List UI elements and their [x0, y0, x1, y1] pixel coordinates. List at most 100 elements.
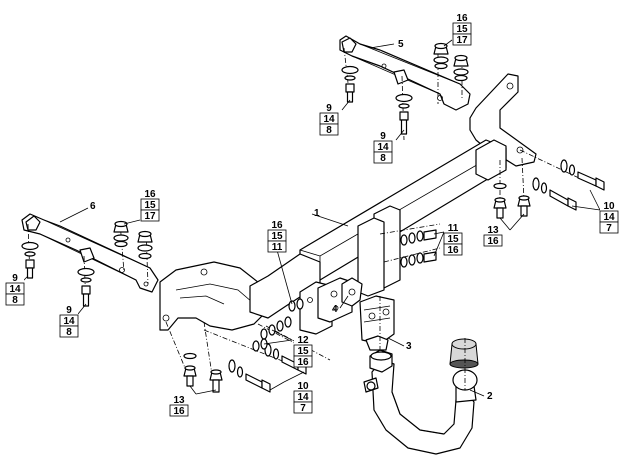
part-label-6: 6	[90, 201, 96, 212]
callout-number: 7	[606, 223, 612, 234]
callout-box	[444, 222, 462, 233]
callout-number: 13	[487, 225, 499, 236]
part-labels: 5 6 1 4 3 2	[90, 39, 493, 402]
callout-number: 16	[173, 406, 185, 417]
callout-number: 8	[326, 125, 332, 136]
callout-box	[141, 188, 159, 199]
callout-number: 13	[173, 395, 185, 406]
callout-box	[293, 401, 313, 414]
callout-number: 11	[448, 223, 459, 234]
bolt-top-a-shape	[341, 65, 359, 103]
callout-number: 9	[326, 103, 332, 114]
callout-number: 9	[66, 305, 72, 316]
callout-number: 16	[456, 13, 468, 24]
nut-stack-top-a	[433, 42, 449, 70]
callout-number: 7	[300, 403, 306, 414]
callout-box	[443, 243, 463, 256]
nut-left-a	[183, 352, 197, 387]
callout-number: 14	[603, 212, 615, 223]
callout-number: 17	[456, 35, 468, 46]
towball-part	[363, 338, 479, 455]
callout-box	[453, 12, 471, 23]
part-label-2: 2	[487, 391, 493, 402]
part-label-4: 4	[332, 304, 338, 315]
leader-lines	[21, 39, 601, 397]
callout-box	[483, 234, 503, 247]
bolt-left-a-shape	[21, 241, 39, 279]
callout-box	[267, 240, 287, 253]
side-bolt-right-a	[560, 159, 605, 191]
callout-box	[374, 130, 392, 141]
callout-number: 14	[323, 114, 335, 125]
callout-box	[140, 209, 160, 222]
center-lines	[27, 47, 601, 390]
bolt-set-socket-shapes	[252, 298, 304, 352]
socket-plate-part	[359, 295, 395, 351]
part-label-5: 5	[398, 39, 404, 50]
callout-box	[484, 224, 502, 235]
bolt-set-frame-shapes	[400, 229, 437, 268]
nut-stack-left-b	[137, 230, 153, 260]
callout-box	[5, 293, 25, 306]
callout-number: 8	[66, 327, 72, 338]
callout-number: 11	[272, 242, 283, 253]
callout-number: 15	[456, 24, 468, 35]
callout-box	[320, 102, 338, 113]
callout-number: 10	[297, 381, 309, 392]
callout-box	[373, 151, 393, 164]
callout-box	[60, 304, 78, 315]
callout-box	[599, 221, 619, 234]
side-bolt-left-a	[228, 359, 271, 393]
callout-box	[452, 33, 472, 46]
socket-bracket-part	[341, 277, 363, 307]
nut-left-b	[209, 369, 223, 393]
callout-boxes: 1615171615179148914891489148101471014713…	[5, 12, 619, 417]
callout-number: 15	[271, 231, 283, 242]
callout-box	[294, 380, 312, 391]
callout-box	[600, 200, 618, 211]
nut-stack-top-b	[453, 54, 469, 82]
callout-number: 14	[63, 316, 75, 327]
part-label-3: 3	[406, 341, 412, 352]
callout-box	[293, 355, 313, 368]
callout-number: 16	[447, 245, 459, 256]
callout-number: 9	[12, 273, 18, 284]
callout-number: 12	[297, 335, 309, 346]
callout-number: 14	[297, 392, 309, 403]
callout-box	[170, 394, 188, 405]
left-bracket-part	[21, 213, 159, 293]
callout-box	[294, 334, 312, 345]
callout-number: 14	[9, 284, 21, 295]
callout-number: 15	[447, 234, 459, 245]
nut-right-b	[517, 195, 531, 217]
nut-right-a	[493, 182, 507, 219]
bolt-top-b-shape	[395, 93, 413, 135]
callout-number: 16	[297, 357, 309, 368]
nut-stack-left-a	[113, 220, 129, 248]
bolt-left-b-shape	[77, 267, 95, 307]
hardware	[21, 42, 605, 393]
callout-number: 8	[12, 295, 18, 306]
callout-box	[169, 404, 189, 417]
callout-number: 15	[144, 200, 156, 211]
callout-number: 16	[144, 189, 156, 200]
callout-number: 15	[297, 346, 309, 357]
main-frame-part	[159, 73, 537, 335]
callout-number: 10	[603, 201, 615, 212]
callout-number: 9	[380, 131, 386, 142]
side-bolt-right-b	[532, 177, 577, 211]
callout-number: 8	[380, 153, 386, 164]
callout-box	[6, 272, 24, 283]
callout-number: 14	[377, 142, 389, 153]
part-label-1: 1	[314, 208, 320, 219]
